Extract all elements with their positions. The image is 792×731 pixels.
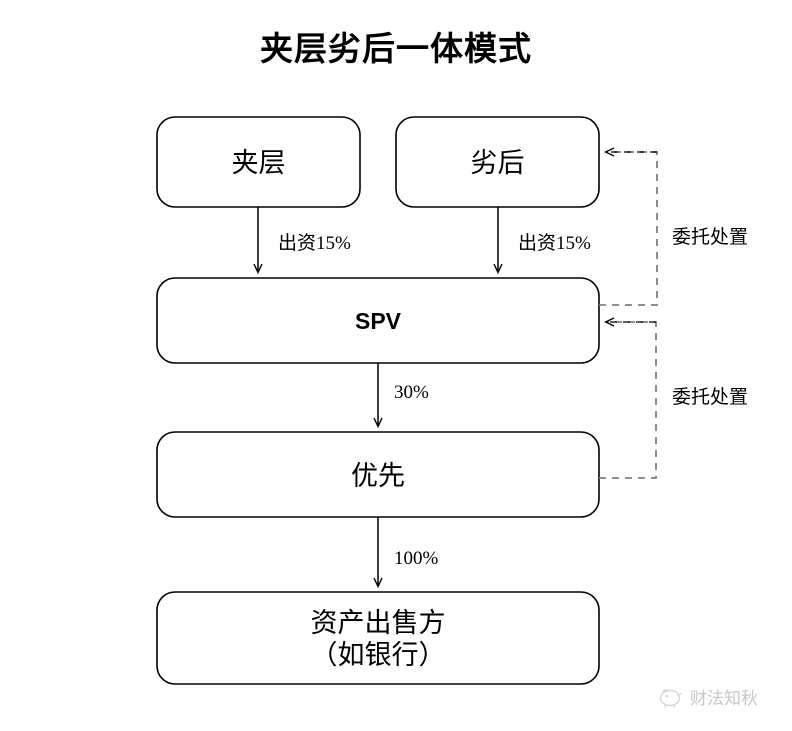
node-label-subordinate: 劣后 xyxy=(470,148,525,178)
edge-label-mezzanine-to-spv: 出资15% xyxy=(278,233,351,254)
edge-label-senior-to-asset-seller: 100% xyxy=(394,548,439,569)
watermark-text: 财法知秋 xyxy=(690,689,758,708)
node-label-asset-seller: 资产出售方 （如银行） xyxy=(310,608,446,670)
node-label-spv: SPV xyxy=(354,308,402,334)
node-label-senior: 优先 xyxy=(351,461,405,491)
edge-label-spv-to-senior: 30% xyxy=(394,382,429,403)
watermark: 财法知秋 xyxy=(658,684,758,709)
edge-label-senior-to-spv-mandate: 委托处置 xyxy=(672,387,749,408)
edge-label-spv-to-subordinate-mandate: 委托处置 xyxy=(672,227,749,248)
piggy-logo-icon xyxy=(658,685,684,709)
page-title: 夹层劣后一体模式 xyxy=(260,30,532,67)
edge-path-spv-to-subordinate-mandate xyxy=(599,151,658,306)
edge-path-senior-to-spv-mandate xyxy=(599,321,657,479)
node-box-asset-seller[interactable] xyxy=(156,591,600,685)
node-label-mezzanine: 夹层 xyxy=(231,148,286,178)
edge-label-subordinate-to-spv: 出资15% xyxy=(518,233,591,254)
